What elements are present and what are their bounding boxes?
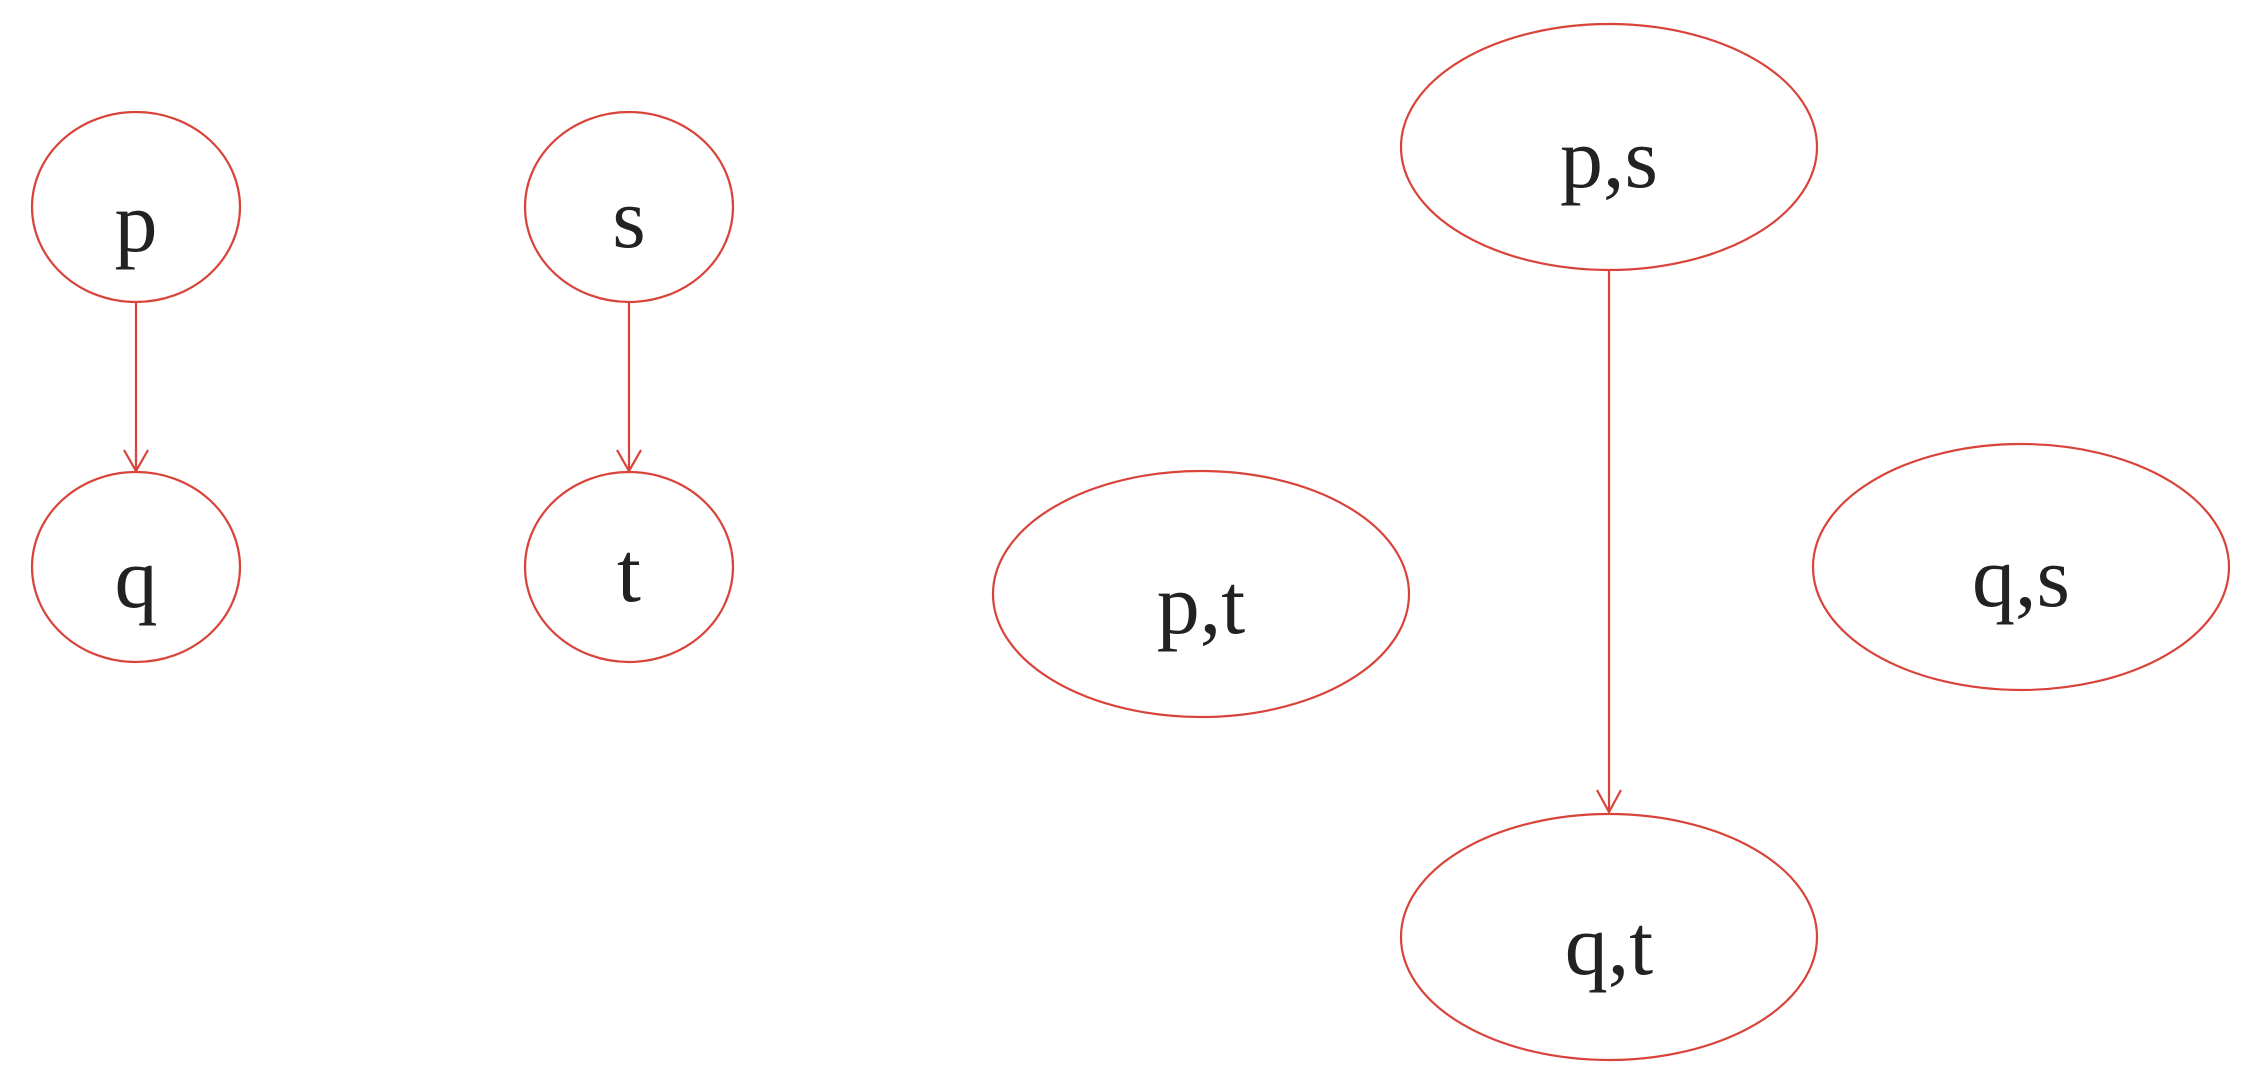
node-q-label: q: [115, 530, 158, 626]
node-q: q: [30, 470, 242, 664]
node-p: p: [30, 110, 242, 304]
node-ps-label: p,s: [1560, 110, 1658, 206]
node-pt-label: p,t: [1157, 556, 1246, 652]
node-qs-label: q,s: [1972, 529, 2070, 625]
node-qt-label: q,t: [1565, 897, 1654, 993]
node-ps: p,s: [1399, 22, 1819, 272]
node-pt: p,t: [991, 469, 1411, 719]
arrowhead-icon: [1596, 789, 1622, 815]
node-qs: q,s: [1811, 442, 2231, 692]
node-t: t: [523, 470, 735, 664]
edge-s-to-t: [616, 302, 642, 474]
node-t-label: t: [617, 524, 641, 620]
edge-ps-to-qt: [1596, 270, 1622, 815]
node-qt: q,t: [1399, 812, 1819, 1062]
node-s-label: s: [612, 170, 645, 266]
node-p-label: p: [115, 174, 158, 270]
edge-p-to-q: [123, 302, 149, 474]
node-s: s: [523, 110, 735, 304]
